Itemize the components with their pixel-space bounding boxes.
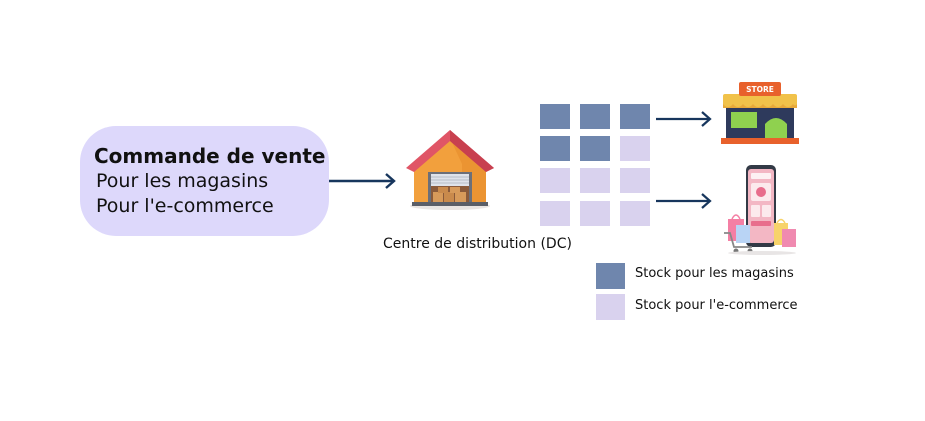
stock-cell-ecommerce <box>620 136 650 161</box>
store-icon: STORE <box>721 82 799 144</box>
sales-order-ecommerce-line: Pour l'e-commerce <box>96 195 274 217</box>
stock-cell-ecommerce <box>620 168 650 193</box>
ecommerce-phone-icon <box>724 165 796 255</box>
stock-cell-store <box>580 104 610 129</box>
store-sign-text: STORE <box>746 85 774 94</box>
stock-cell-ecommerce <box>580 201 610 226</box>
stock-cell-store <box>580 136 610 161</box>
sales-order-title: Commande de vente <box>94 144 326 168</box>
stock-cell-ecommerce <box>540 168 570 193</box>
sales-order-stores-line: Pour les magasins <box>96 170 269 192</box>
warehouse-icon <box>406 130 494 210</box>
stock-cell-store <box>540 136 570 161</box>
stock-grid <box>540 104 652 228</box>
stock-cell-store <box>540 104 570 129</box>
legend-store-swatch <box>596 263 625 289</box>
legend-ecommerce-swatch <box>596 294 625 320</box>
legend-ecommerce-label: Stock pour l'e-commerce <box>635 298 798 313</box>
stock-cell-store <box>620 104 650 129</box>
dc-to-ecommerce-arrow <box>656 193 712 209</box>
stock-cell-ecommerce <box>540 201 570 226</box>
dc-to-store-arrow <box>656 111 712 127</box>
sales-order-box <box>80 126 329 236</box>
stock-cell-ecommerce <box>580 168 610 193</box>
order-to-dc-arrow <box>329 173 396 189</box>
stock-cell-ecommerce <box>620 201 650 226</box>
legend-store-label: Stock pour les magasins <box>635 266 794 281</box>
distribution-center-label: Centre de distribution (DC) <box>383 236 572 252</box>
